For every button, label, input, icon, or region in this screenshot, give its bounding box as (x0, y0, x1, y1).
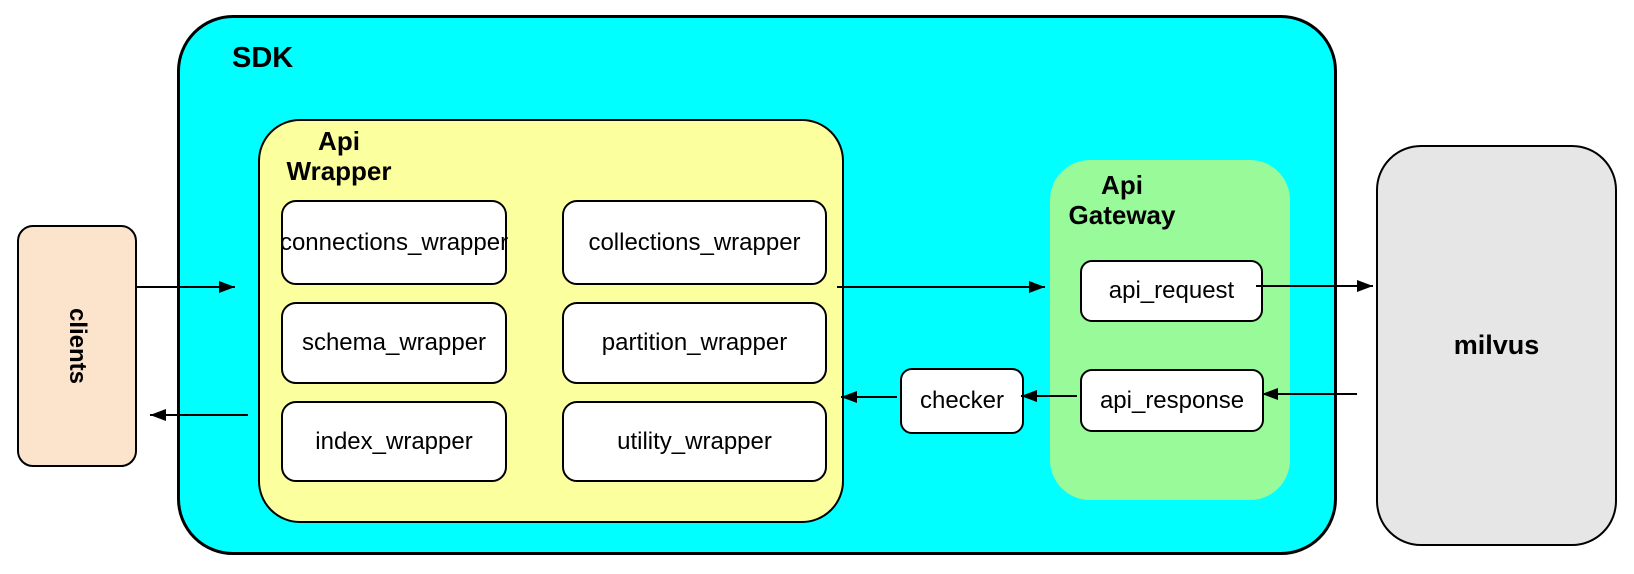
node-milvus: milvus (1376, 145, 1617, 546)
node-schema-wrapper: schema_wrapper (281, 302, 507, 384)
api-wrapper-container: Api Wrapper connections_wrapper collecti… (258, 119, 844, 523)
sdk-label: SDK (232, 42, 294, 74)
node-milvus-label: milvus (1453, 330, 1540, 360)
node-clients: clients (17, 225, 137, 467)
sdk-container: SDK Api Wrapper connections_wrapper coll… (177, 15, 1337, 555)
node-partition-wrapper: partition_wrapper (562, 302, 827, 384)
node-api-request: api_request (1080, 260, 1263, 322)
api-wrapper-label-line1: Api (318, 126, 360, 156)
node-schema-wrapper-label: schema_wrapper (301, 329, 487, 356)
node-api-response-label: api_response (1099, 386, 1245, 414)
node-utility-wrapper-label: utility_wrapper (617, 427, 772, 455)
api-gateway-label-line2: Gateway (1068, 200, 1176, 230)
node-utility-wrapper: utility_wrapper (562, 401, 827, 482)
node-partition-wrapper-label: partition_wrapper (601, 329, 788, 356)
api-gateway-label-line1: Api (1101, 170, 1143, 200)
node-index-wrapper-label: index_wrapper (315, 427, 473, 455)
node-collections-wrapper-label: collections_wrapper (588, 228, 801, 256)
node-checker-label: checker (919, 387, 1005, 414)
node-api-response: api_response (1080, 369, 1264, 432)
node-connections-wrapper-label: connections_wrapper (279, 228, 509, 256)
node-index-wrapper: index_wrapper (281, 401, 507, 482)
node-connections-wrapper: connections_wrapper (279, 200, 509, 285)
node-api-request-label: api_request (1108, 277, 1235, 304)
node-clients-label: clients (64, 307, 91, 385)
api-wrapper-label: Api Wrapper (278, 126, 400, 186)
api-gateway-container: Api Gateway api_request api_response (1050, 160, 1290, 500)
api-gateway-label: Api Gateway (1064, 170, 1180, 230)
node-checker: checker (900, 368, 1024, 434)
node-collections-wrapper: collections_wrapper (562, 200, 827, 285)
api-wrapper-label-line2: Wrapper (286, 156, 392, 186)
